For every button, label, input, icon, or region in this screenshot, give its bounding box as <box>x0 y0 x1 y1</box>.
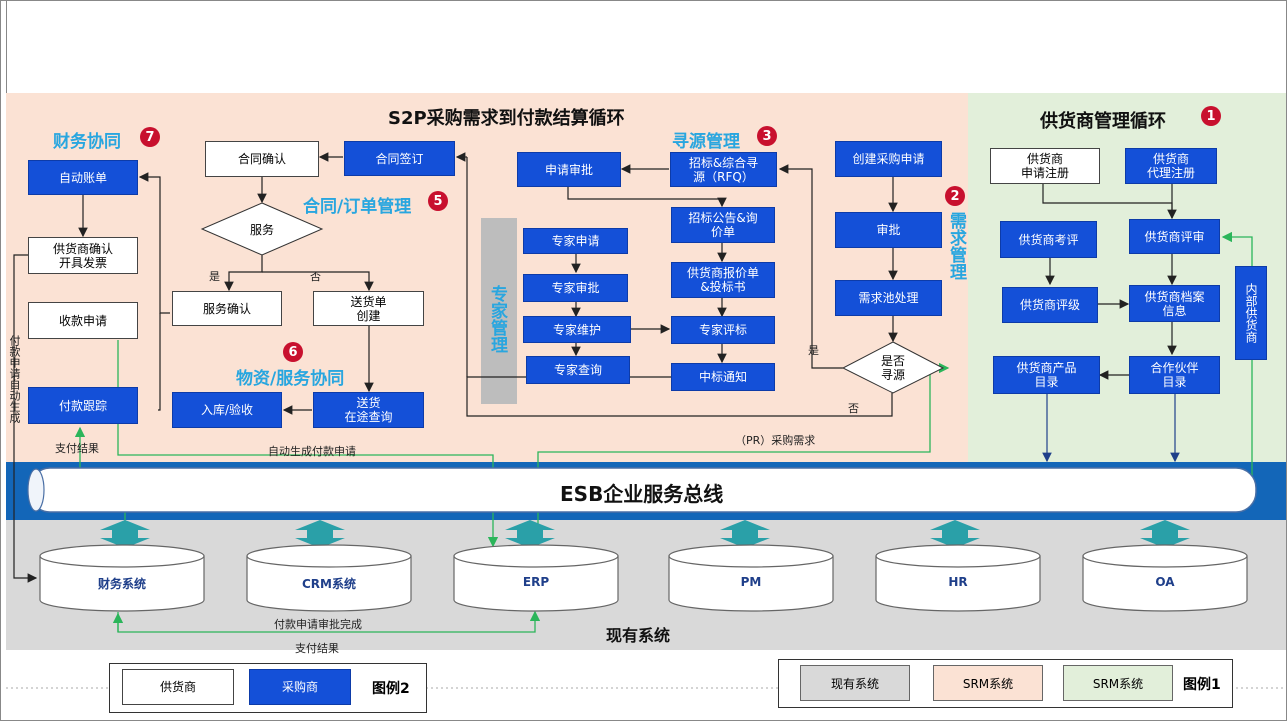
label-pay-result-2: 支付结果 <box>295 642 339 655</box>
box-receipt-apply[interactable]: 收款申请 <box>28 302 138 339</box>
box-inbound-check[interactable]: 入库/验收 <box>172 392 282 428</box>
legend2-supplier: 供货商 <box>122 669 234 705</box>
box-sup-proxy-reg[interactable]: 供货商 代理注册 <box>1125 148 1217 184</box>
esb-label: ESB企业服务总线 <box>560 482 724 506</box>
section-contract: 合同/订单管理 <box>303 197 412 217</box>
box-auto-bill[interactable]: 自动账单 <box>28 160 138 195</box>
box-approve[interactable]: 审批 <box>835 212 942 248</box>
box-partner-dir[interactable]: 合作伙伴 目录 <box>1129 356 1220 394</box>
label-yes-sourcing: 是 <box>808 344 819 357</box>
box-expert-query[interactable]: 专家查询 <box>526 356 630 384</box>
box-contract-confirm[interactable]: 合同确认 <box>205 141 319 177</box>
system-pm[interactable]: PM <box>740 575 762 589</box>
legend2-title: 图例2 <box>372 681 410 697</box>
box-expert-apply[interactable]: 专家申请 <box>523 228 628 254</box>
expert-panel <box>481 218 517 404</box>
system-finance[interactable]: 财务系统 <box>97 577 146 591</box>
box-delivery-track[interactable]: 送货 在途查询 <box>313 392 424 428</box>
badge-1: 1 <box>1201 106 1221 126</box>
decision-is-sourcing: 是否 寻源 <box>880 354 905 382</box>
box-expert-maint[interactable]: 专家维护 <box>523 316 631 343</box>
section-finance: 财务协同 <box>53 132 121 152</box>
label-vertical-left: 付款申请自动生成 <box>8 335 21 423</box>
section-expert: 专家管理 <box>487 285 507 353</box>
existing-systems-region <box>6 520 1287 650</box>
box-sup-archive[interactable]: 供货商档案 信息 <box>1129 285 1220 322</box>
decision-service: 服务 <box>249 223 274 237</box>
badge-5: 5 <box>428 191 448 211</box>
box-quote-bid[interactable]: 供货商报价单 &投标书 <box>671 262 775 298</box>
box-service-confirm[interactable]: 服务确认 <box>172 291 282 326</box>
section-demand: 需求管理 <box>946 212 966 280</box>
badge-3: 3 <box>757 126 777 146</box>
box-demand-pool[interactable]: 需求池处理 <box>835 280 942 316</box>
box-create-pr[interactable]: 创建采购申请 <box>835 141 942 177</box>
system-crm[interactable]: CRM系统 <box>302 577 356 591</box>
box-rfq[interactable]: 招标&综合寻 源（RFQ） <box>670 152 777 187</box>
label-auto-pay-apply: 自动生成付款申请 <box>268 445 356 458</box>
box-sup-assess[interactable]: 供货商考评 <box>1000 221 1097 258</box>
label-pay-done: 付款申请审批完成 <box>274 618 362 631</box>
label-no-service: 否 <box>310 270 321 283</box>
box-sup-review[interactable]: 供货商评审 <box>1129 219 1220 254</box>
box-supplier-confirm[interactable]: 供货商确认 开具发票 <box>28 237 138 274</box>
box-internal-supplier[interactable]: 内部供货商 <box>1235 266 1267 360</box>
legend2-purchaser: 采购商 <box>249 669 351 705</box>
system-oa[interactable]: OA <box>1155 575 1175 589</box>
badge-6: 6 <box>283 342 303 362</box>
section-sourcing: 寻源管理 <box>672 132 740 152</box>
supplier-title: 供货商管理循环 <box>1040 111 1166 132</box>
box-delivery-create[interactable]: 送货单 创建 <box>313 291 424 326</box>
box-payment-track[interactable]: 付款跟踪 <box>28 387 138 424</box>
systems-title: 现有系统 <box>606 626 671 645</box>
header-frame <box>6 0 1287 93</box>
label-yes-service: 是 <box>209 270 220 283</box>
box-apply-approve[interactable]: 申请审批 <box>517 152 621 187</box>
box-expert-eval[interactable]: 专家评标 <box>671 316 775 344</box>
box-sup-rating[interactable]: 供货商评级 <box>1002 287 1098 323</box>
box-contract-sign[interactable]: 合同签订 <box>344 141 455 176</box>
label-no-sourcing: 否 <box>848 402 859 415</box>
s2p-title: S2P采购需求到付款结算循环 <box>388 108 625 129</box>
box-tender-notice[interactable]: 招标公告&询 价单 <box>671 207 775 243</box>
badge-2: 2 <box>945 186 965 206</box>
box-product-dir[interactable]: 供货商产品 目录 <box>993 356 1100 394</box>
badge-7: 7 <box>140 127 160 147</box>
legend1-existing: 现有系统 <box>800 665 910 701</box>
legend1-title: 图例1 <box>1183 677 1221 693</box>
system-hr[interactable]: HR <box>948 575 968 589</box>
section-material: 物资/服务协同 <box>236 369 345 389</box>
box-award-notice[interactable]: 中标通知 <box>671 363 775 391</box>
legend1-srm-peach: SRM系统 <box>933 665 1043 701</box>
system-erp[interactable]: ERP <box>522 575 550 589</box>
box-expert-approve[interactable]: 专家审批 <box>523 274 628 302</box>
box-sup-apply-reg[interactable]: 供货商 申请注册 <box>990 148 1100 184</box>
legend1-srm-green: SRM系统 <box>1063 665 1173 701</box>
label-pay-result: 支付结果 <box>55 442 99 455</box>
label-pr-demand: （PR）采购需求 <box>735 434 816 447</box>
